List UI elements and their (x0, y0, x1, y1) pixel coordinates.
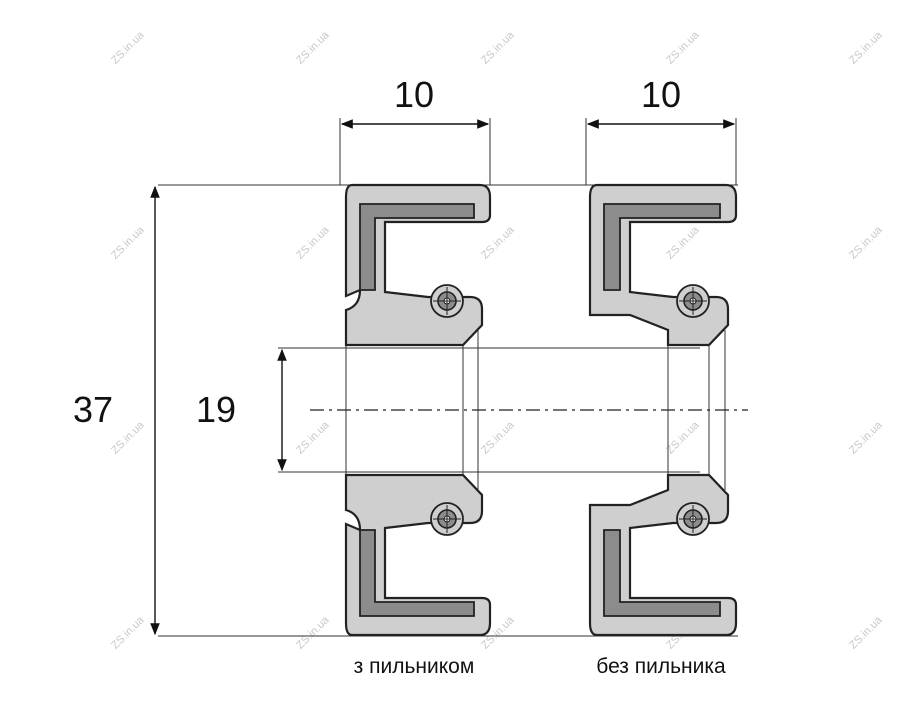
watermark-text: ZS.in.ua (847, 419, 885, 457)
width-right-label: 10 (641, 74, 681, 115)
watermark-text: ZS.in.ua (664, 224, 702, 262)
watermark-text: ZS.in.ua (109, 29, 147, 67)
watermark-text: ZS.in.ua (479, 224, 517, 262)
outer-diameter-label: 37 (73, 389, 113, 430)
watermark-text: ZS.in.ua (664, 419, 702, 457)
watermark-text: ZS.in.ua (479, 29, 517, 67)
watermark-text: ZS.in.ua (294, 419, 332, 457)
width-left-label: 10 (394, 74, 434, 115)
inner-diameter-label: 19 (196, 389, 236, 430)
watermark-text: ZS.in.ua (294, 614, 332, 652)
watermark-text: ZS.in.ua (109, 419, 147, 457)
caption-with-dust-lip: з пильником (354, 655, 475, 678)
watermark-text: ZS.in.ua (109, 224, 147, 262)
watermark-text: ZS.in.ua (294, 29, 332, 67)
watermark-text: ZS.in.ua (847, 224, 885, 262)
watermark-text: ZS.in.ua (847, 614, 885, 652)
watermark-text: ZS.in.ua (479, 419, 517, 457)
watermark-text: ZS.in.ua (847, 29, 885, 67)
watermark-text: ZS.in.ua (109, 614, 147, 652)
watermark-text: ZS.in.ua (294, 224, 332, 262)
watermark-text: ZS.in.ua (664, 29, 702, 67)
caption-without-dust-lip: без пильника (596, 655, 726, 678)
